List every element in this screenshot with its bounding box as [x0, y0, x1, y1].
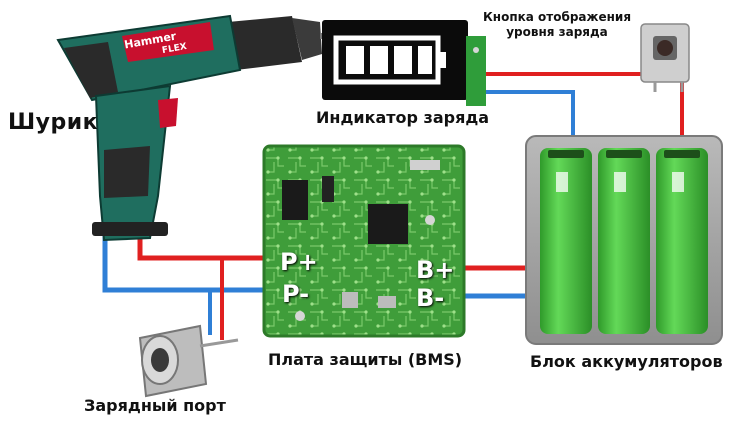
pin-p-plus: P+ [280, 248, 318, 276]
indicator-pcb-strip [466, 36, 486, 106]
label-bms: Плата защиты (BMS) [268, 350, 463, 369]
charge-indicator [322, 20, 486, 106]
label-indicator: Индикатор заряда [316, 108, 490, 127]
label-battery-pack: Блок аккумуляторов [530, 352, 723, 371]
battery-cell [540, 148, 592, 334]
pin-b-plus: B+ [416, 256, 455, 284]
pin-b-minus: B- [416, 284, 445, 312]
charge-button [640, 23, 690, 92]
battery-cell [598, 148, 650, 334]
label-charge-port: Зарядный порт [84, 396, 226, 415]
wire-drill-negative [102, 232, 282, 293]
bms-board [262, 144, 466, 338]
wire-indicator-battery [482, 90, 575, 142]
label-drill: Шурик [8, 110, 99, 135]
label-charge-button: Кнопка отображения уровня заряда [482, 10, 632, 39]
battery-pack [525, 135, 723, 345]
wire-indicator-button [482, 72, 657, 82]
battery-cell [656, 148, 708, 334]
pin-p-minus: P- [282, 280, 310, 308]
charge-port [138, 324, 239, 398]
wires [102, 72, 684, 340]
